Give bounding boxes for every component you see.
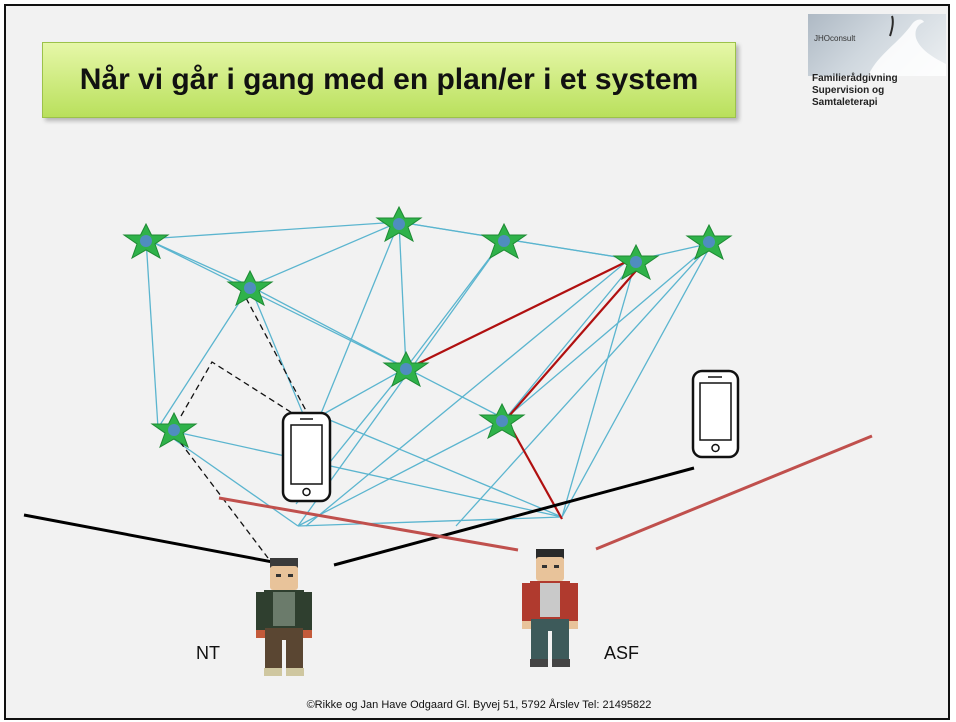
star-nodes [123, 206, 732, 448]
logo: JHOconsult [808, 14, 946, 76]
network-diagram [23, 206, 873, 676]
smartphone-icon [691, 369, 740, 459]
title-box: Når vi går i gang med en plan/er i et sy… [42, 42, 736, 118]
person-figure-icon [522, 549, 578, 667]
star-node-icon [123, 223, 169, 259]
logo-line: Supervision og [812, 85, 885, 96]
logo-line: Samtaleterapi [812, 97, 878, 108]
black-divider-left [23, 513, 279, 565]
swan-logo-icon [868, 15, 946, 76]
star-node-icon [383, 351, 429, 387]
logo-line: Familierådgivning [812, 73, 898, 84]
red-divider-right [595, 434, 873, 551]
star-node-icon [227, 270, 273, 306]
logo-text: Familierådgivning Supervision og Samtale… [812, 73, 898, 109]
footer-text: ©Rikke og Jan Have Odgaard Gl. Byvej 51,… [306, 699, 652, 711]
red-divider-left [218, 496, 519, 552]
dashed-links [173, 297, 312, 559]
star-node-icon [686, 224, 732, 260]
logo-brand: JHOconsult [814, 34, 856, 43]
person-label-asf: ASF [604, 643, 640, 663]
divider-lines [23, 434, 873, 567]
star-node-icon [613, 244, 659, 280]
smartphone-icon [281, 411, 332, 503]
page-title: Når vi går i gang med en plan/er i et sy… [79, 63, 699, 96]
red-links [408, 257, 643, 520]
person-figure-icon [256, 558, 312, 676]
slide: Når vi går i gang med en plan/er i et sy… [4, 4, 950, 720]
star-node-icon [151, 412, 197, 448]
person-label-nt: NT [196, 643, 220, 663]
black-divider-right [333, 466, 695, 567]
